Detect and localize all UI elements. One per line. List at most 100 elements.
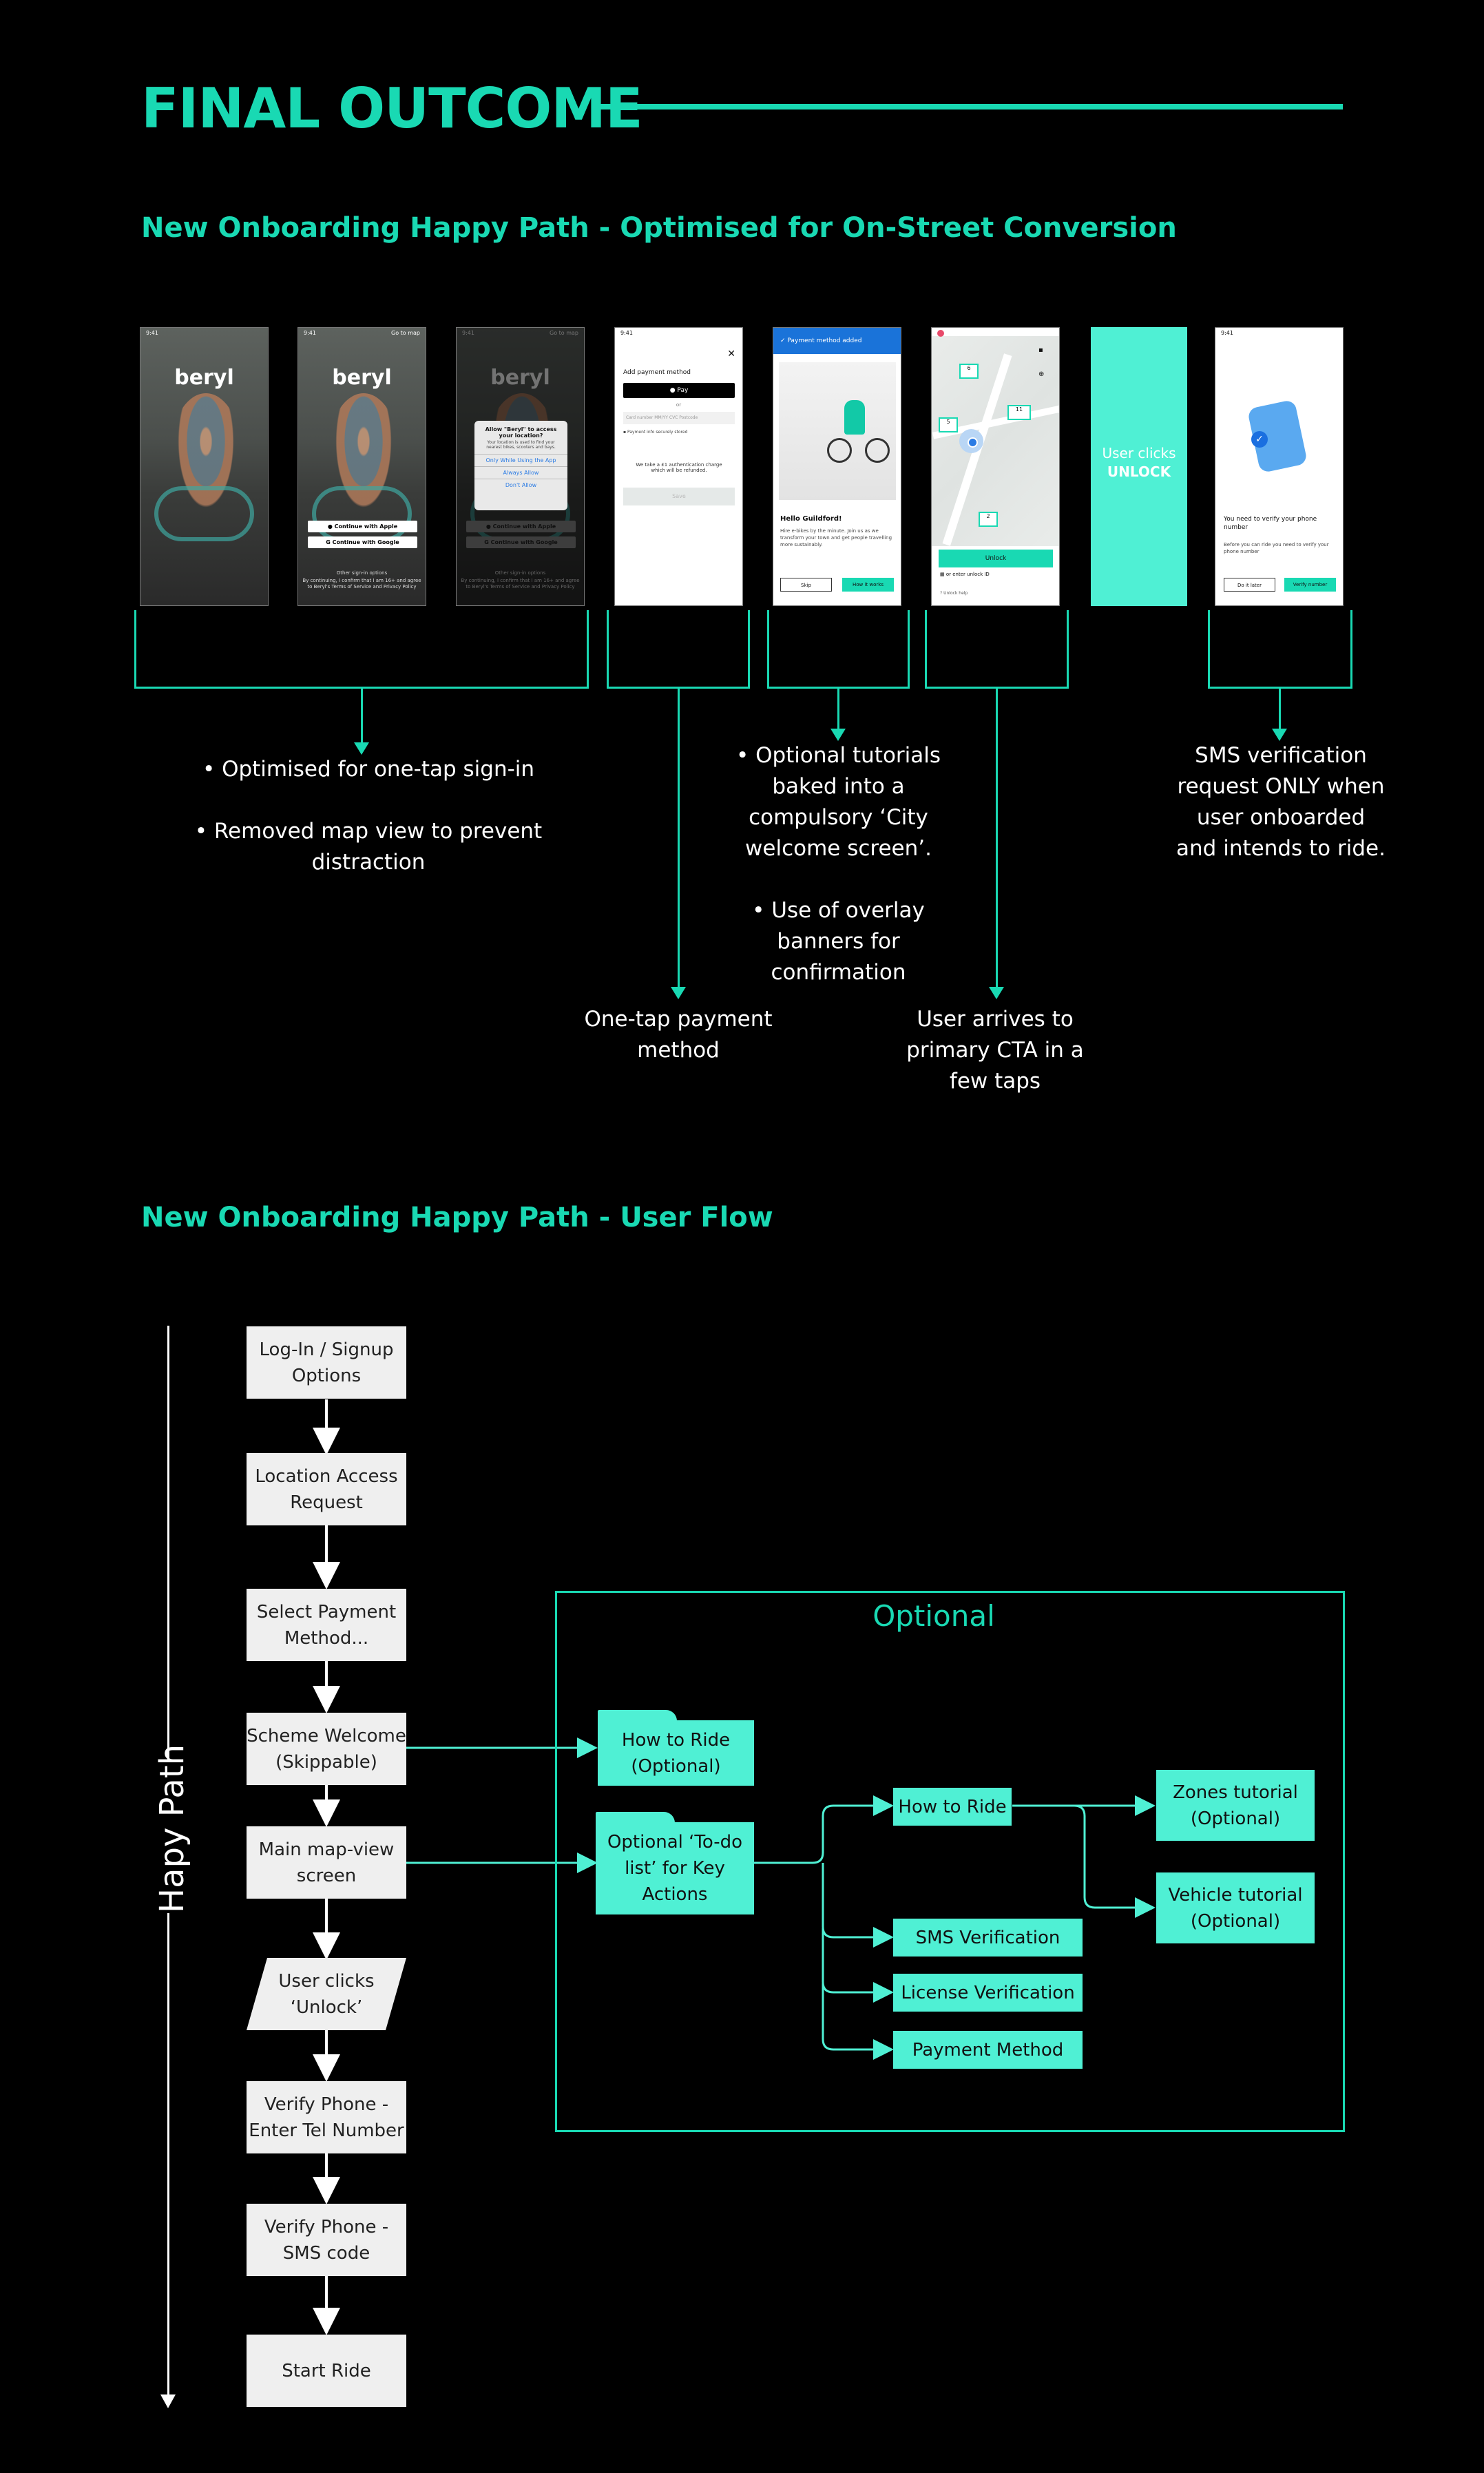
rider-illustration (844, 400, 865, 435)
continue-apple-label: Continue with Apple (334, 523, 398, 530)
bike-photo (154, 486, 254, 541)
bike-cluster-icon[interactable]: 2 (979, 512, 998, 527)
screen-sign-in: 9:41 beryl (140, 327, 269, 606)
arrow-down-icon (671, 987, 686, 999)
status-bar: 9:41 Go to map (304, 330, 420, 337)
verify-title: You need to verify your phone number (1224, 516, 1317, 531)
continue-google-button[interactable]: G Continue with Google (308, 536, 417, 548)
bike-wheel-icon (827, 438, 852, 463)
flow-step-start-ride: Start Ride (247, 2335, 406, 2407)
note-tutorial-2: • Use of overlay banners for confirmatio… (752, 898, 925, 985)
optional-frame (555, 1591, 1345, 2132)
flow-step-unlock-label: User clicks ‘Unlock’ (278, 1970, 375, 2018)
page-title: FINAL OUTCOME (141, 76, 643, 140)
flow-arrow-optional (822, 1863, 894, 1948)
status-time: 9:41 (146, 330, 158, 336)
go-to-map-link[interactable]: Go to map (391, 330, 420, 336)
always-allow-button[interactable]: Always Allow (474, 466, 567, 479)
lock-icon: ▪ (623, 430, 627, 435)
dont-allow-button[interactable]: Don't Allow (474, 479, 567, 491)
user-location-icon (968, 437, 978, 448)
payment-added-banner: ✓ Payment method added (773, 328, 901, 354)
flow-node-how-to-ride-optional: How to Ride (Optional) (598, 1720, 754, 1786)
skip-button[interactable]: Skip (780, 578, 832, 592)
status-bar: 9:41 (1221, 330, 1337, 337)
locate-icon[interactable]: ⊕ (1038, 371, 1045, 378)
arrow-down-icon (160, 2394, 176, 2408)
keypad-icon: ▦ (940, 572, 946, 577)
connector (678, 689, 680, 988)
user-clicks-unlock-card: User clicks UNLOCK (1091, 327, 1187, 606)
continue-apple-button[interactable]: ● Continue with Apple (308, 521, 417, 532)
flow-step-location: Location Access Request (247, 1453, 406, 1525)
add-payment-title: Add payment method (623, 369, 691, 376)
dialog-title: Allow "Beryl" to access your location? (485, 426, 557, 439)
flow-step-verify-tel: Verify Phone - Enter Tel Number (247, 2081, 406, 2153)
apple-icon: ● (669, 387, 678, 394)
other-sign-in-link[interactable]: Other sign-in options (336, 570, 388, 576)
city-illustration (779, 362, 896, 500)
status-time: 9:41 (620, 330, 633, 336)
dialog-body: Your location is used to find your neare… (486, 440, 556, 450)
payment-secure-label: Payment info securely stored (627, 430, 688, 435)
close-icon[interactable]: ✕ (727, 348, 735, 359)
screen-verify-phone: 9:41 ✓ You need to verify your phone num… (1215, 327, 1344, 606)
arrow-down-icon (830, 729, 846, 741)
bike-cluster-icon[interactable]: 11 (1007, 405, 1031, 420)
unlock-help-link[interactable]: ? Unlock help (940, 591, 968, 596)
how-it-works-button[interactable]: How it works (842, 578, 894, 592)
flow-step-unlock: User clicks ‘Unlock’ (247, 1958, 406, 2030)
arrow-down-icon (989, 987, 1004, 999)
screen-add-payment: 9:41 ✕ Add payment method ● Pay or Card … (614, 327, 743, 606)
notification-badge[interactable] (937, 330, 944, 337)
note-tutorial-1: • Optional tutorials baked into a compul… (735, 743, 941, 861)
note-sms: SMS verification request ONLY when user … (1176, 743, 1386, 861)
apple-pay-button[interactable]: ● Pay (623, 383, 735, 398)
section-heading-outcome: New Onboarding Happy Path - Optimised fo… (141, 212, 1177, 244)
status-time: 9:41 (304, 330, 316, 336)
flow-node-todo-list: Optional ‘To-do list’ for Key Actions (596, 1822, 754, 1914)
note-signin-2: • Removed map view to prevent distractio… (194, 819, 543, 875)
enter-unlock-id-link[interactable]: ▦ or enter unlock ID (940, 572, 990, 577)
verify-number-button[interactable]: Verify number (1284, 578, 1336, 592)
flow-node-license-verification: License Verification (893, 1974, 1083, 2012)
map-view[interactable]: 6 5 11 2 ▪ ⊕ (932, 336, 1059, 546)
auth-charge-text: We take a £1 authentication charge which… (636, 462, 722, 473)
card-input[interactable]: Card number MM/YY CVC Postcode (623, 412, 735, 424)
help-icon: ? (940, 591, 944, 596)
chat-icon[interactable]: ▪ (1038, 346, 1043, 354)
flow-node-sms-verification: SMS Verification (893, 1919, 1083, 1957)
apple-icon: ● (327, 523, 335, 530)
unlock-help-label: Unlock help (943, 591, 968, 596)
unlock-caps-label: UNLOCK (1107, 463, 1171, 480)
flow-step-verify-sms: Verify Phone - SMS code (247, 2204, 406, 2276)
bracket-verify (1208, 610, 1352, 689)
note-signin-1: • Optimised for one-tap sign-in (202, 757, 535, 782)
flow-arrow-optional (822, 1983, 894, 2060)
hello-body: Hire e-bikes by the minute. Join us as w… (780, 528, 892, 547)
allow-while-using-button[interactable]: Only While Using the App (474, 454, 567, 466)
screen-city-welcome: ✓ Payment method added Hello Guildford! … (773, 327, 901, 606)
bike-cluster-icon[interactable]: 5 (939, 417, 958, 432)
connector (361, 689, 363, 744)
location-dialog: Allow "Beryl" to access your location? Y… (474, 421, 567, 510)
connector (837, 689, 839, 730)
folder-tab-shape (598, 1710, 677, 1721)
arrow-down-icon (1272, 729, 1287, 741)
flow-arrow-optional (1074, 1804, 1156, 1918)
screen-map: 6 5 11 2 ▪ ⊕ Unlock ▦ or enter unlock ID… (931, 327, 1060, 606)
bracket-payment (607, 610, 750, 689)
unlock-button[interactable]: Unlock (939, 550, 1053, 567)
do-it-later-button[interactable]: Do it later (1224, 578, 1275, 592)
beryl-logo: beryl (332, 366, 392, 390)
flow-node-how-to-ride: How to Ride (893, 1788, 1012, 1826)
bike-cluster-icon[interactable]: 6 (959, 364, 979, 379)
title-rule (596, 104, 1343, 109)
screen-sign-in-options: 9:41 Go to map beryl ● Continue with Appl… (297, 327, 426, 606)
continue-google-label: Continue with Google (332, 539, 399, 545)
check-icon: ✓ (1251, 431, 1268, 448)
save-button[interactable]: Save (623, 488, 735, 505)
flow-step-login: Log-In / Signup Options (247, 1326, 406, 1399)
